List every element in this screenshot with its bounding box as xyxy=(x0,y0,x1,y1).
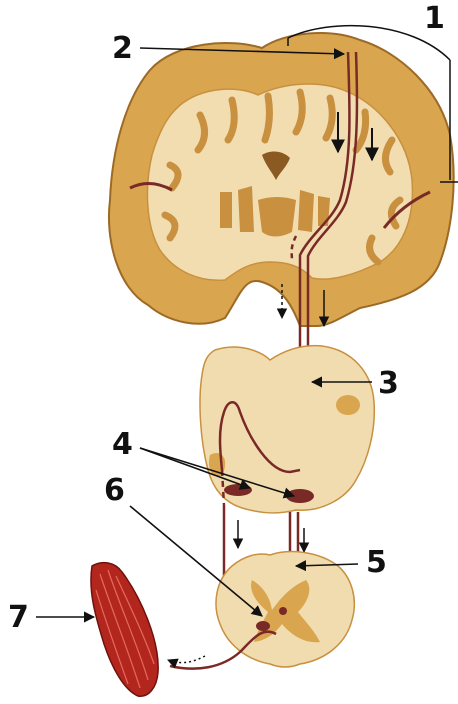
motor-neuron-body xyxy=(256,621,270,631)
skeletal-muscle xyxy=(91,563,158,697)
brainstem-nucleus xyxy=(336,395,360,415)
label-2: 2 xyxy=(112,31,133,66)
pyramid-dark-1 xyxy=(224,484,252,496)
brain-coronal-section xyxy=(109,33,454,326)
central-canal xyxy=(279,607,287,615)
label-4: 4 xyxy=(112,427,133,462)
muscle-belly xyxy=(91,563,158,697)
spinal-cord-section xyxy=(170,552,354,669)
brainstem-section xyxy=(200,346,374,513)
efferent-arrow xyxy=(168,656,205,663)
label-7: 7 xyxy=(8,600,29,635)
label-5: 5 xyxy=(366,545,387,580)
label-6: 6 xyxy=(104,473,125,508)
label-1: 1 xyxy=(424,1,445,36)
label-3: 3 xyxy=(378,366,399,401)
pyramid-dark-2 xyxy=(286,489,314,503)
